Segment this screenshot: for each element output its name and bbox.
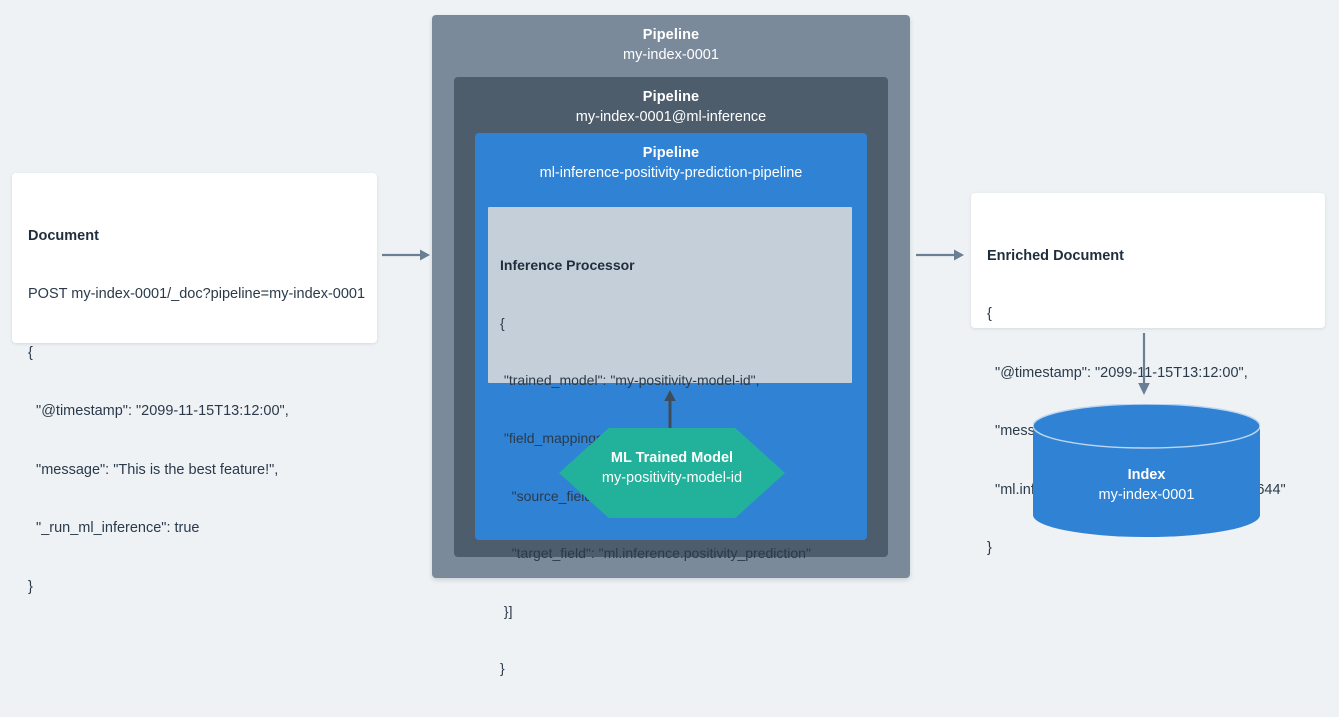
inference-processor-line-4: "target_field": "ml.inference.positivity… (500, 545, 811, 562)
document-title: Document (28, 228, 99, 244)
pipeline-outer-name: my-index-0001 (623, 47, 719, 63)
cylinder-shape-icon (1033, 404, 1260, 537)
document-line-3: "message": "This is the best feature!", (28, 461, 279, 478)
ml-trained-model-title: ML Trained Model (610, 450, 734, 466)
inference-processor-line-0: { (500, 314, 505, 331)
index-label: Index my-index-0001 (1033, 466, 1260, 506)
pipeline-middle-title: Pipeline (642, 89, 700, 105)
enriched-document-line-0: { (987, 306, 992, 322)
pipeline-middle-name: my-index-0001@ml-inference (575, 109, 767, 125)
enriched-document-card: Enriched Document { "@timestamp": "2099-… (971, 193, 1325, 556)
inference-processor-title: Inference Processor (500, 257, 635, 274)
arrow-ml-model-to-inference-processor-icon (660, 390, 680, 435)
document-line-5: } (28, 578, 33, 595)
pipeline-middle-box: Pipeline my-index-0001@ml-inference Pipe… (454, 77, 888, 676)
ml-trained-model-hexagon: ML Trained Model my-positivity-model-id (559, 428, 785, 518)
pipeline-outer-box: Pipeline my-index-0001 Pipeline my-index… (432, 15, 910, 676)
document-line-4: "_run_ml_inference": true (28, 520, 200, 536)
pipeline-outer-heading: Pipeline my-index-0001 (432, 15, 910, 66)
pipeline-inner-title: Pipeline (642, 145, 700, 161)
arrow-pipeline-to-enriched-document-icon (916, 245, 964, 270)
pipeline-inner-heading: Pipeline ml-inference-positivity-predict… (475, 133, 867, 184)
enriched-document-title: Enriched Document (987, 248, 1124, 264)
inference-processor-line-1: "trained_model": "my-positivity-model-id… (500, 372, 760, 389)
arrow-document-to-pipeline-icon (382, 245, 430, 270)
index-cylinder: Index my-index-0001 (1033, 404, 1260, 537)
diagram-canvas: Document POST my-index-0001/_doc?pipelin… (12, 15, 1325, 676)
enriched-document-line-1: "@timestamp": "2099-11-15T13:12:00", (987, 364, 1248, 381)
arrow-enriched-document-to-index-icon (1134, 333, 1154, 400)
document-line-2: "@timestamp": "2099-11-15T13:12:00", (28, 403, 289, 419)
inference-processor-line-6: } (500, 660, 505, 677)
inference-processor-card: Inference Processor { "trained_model": "… (486, 205, 854, 676)
index-name: my-index-0001 (1098, 487, 1195, 503)
index-title: Index (1127, 467, 1166, 483)
ml-trained-model-name: my-positivity-model-id (601, 470, 743, 486)
pipeline-outer-title: Pipeline (642, 27, 700, 43)
pipeline-middle-heading: Pipeline my-index-0001@ml-inference (454, 77, 888, 128)
pipeline-inner-box: Pipeline ml-inference-positivity-predict… (475, 133, 867, 676)
pipeline-inner-name: ml-inference-positivity-prediction-pipel… (539, 165, 803, 181)
inference-processor-line-5: }] (500, 602, 513, 619)
document-card: Document POST my-index-0001/_doc?pipelin… (12, 173, 377, 595)
document-line-1: { (28, 344, 33, 361)
enriched-document-line-4: } (987, 540, 992, 556)
document-line-0: POST my-index-0001/_doc?pipeline=my-inde… (28, 286, 366, 302)
